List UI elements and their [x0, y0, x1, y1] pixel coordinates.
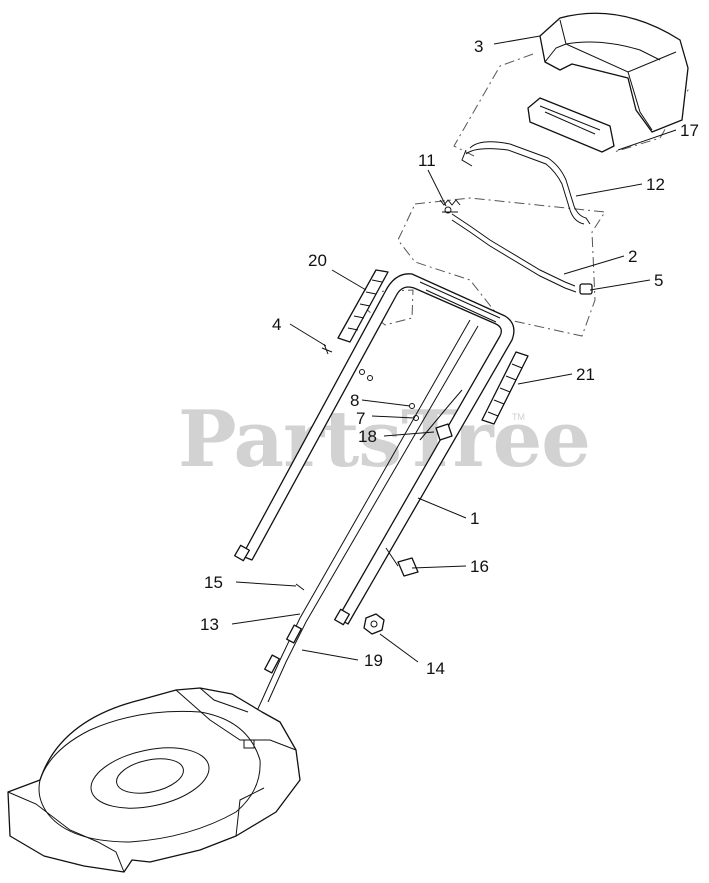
- callout-16: 16: [470, 557, 489, 576]
- leader-lines: [231, 35, 677, 663]
- callout-14: 14: [426, 659, 445, 678]
- part-12-bail-bar: [451, 141, 591, 293]
- callout-20: 20: [308, 251, 327, 270]
- callout-7: 7: [356, 409, 365, 428]
- part-17-decal: [527, 97, 615, 153]
- callout-3: 3: [474, 37, 483, 56]
- watermark-trademark: TM: [512, 412, 525, 422]
- part-20-left-grip: [337, 269, 389, 343]
- part-18-cable-clip: [435, 423, 453, 441]
- callout-2: 2: [628, 247, 637, 266]
- callout-13: 13: [200, 615, 219, 634]
- callout-15: 15: [204, 573, 223, 592]
- callout-4: 4: [272, 315, 281, 334]
- callout-17: 17: [680, 121, 699, 140]
- callout-5: 5: [654, 271, 663, 290]
- mower-deck: [7, 687, 301, 873]
- part-11-spring: [439, 199, 461, 214]
- part-14-knob: [363, 613, 385, 635]
- part-5-cable-fitting: [579, 283, 593, 295]
- callout-12: 12: [646, 175, 665, 194]
- callout-19: 19: [364, 651, 383, 670]
- part-15-cable-tie: [295, 583, 305, 591]
- callout-8: 8: [350, 391, 359, 410]
- part-3-handle-cover: [539, 12, 689, 133]
- callout-1: 1: [470, 509, 479, 528]
- callout-18: 18: [358, 427, 377, 446]
- callout-21: 21: [576, 365, 595, 384]
- callout-11: 11: [418, 151, 436, 170]
- part-16-cable-bracket: [385, 547, 419, 577]
- part-1-upper-handle: [234, 273, 515, 626]
- callout-labels: 3 17 11 12 2 5 20 4 21 8 7 18 1 16 15 13…: [200, 37, 699, 678]
- part-21-right-grip: [481, 351, 529, 425]
